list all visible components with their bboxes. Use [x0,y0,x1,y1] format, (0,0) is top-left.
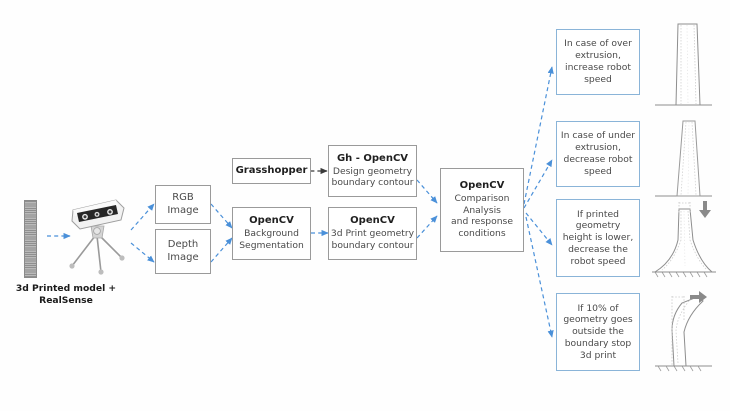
down-arrow-icon [699,201,711,218]
source-caption-line1: 3d Printed model + [15,283,117,294]
height-lower-line3: height is lower, [562,232,634,244]
box-outcome-over-extrusion[interactable]: In case of over extrusion, increase robo… [556,29,640,95]
over-extrusion-line2: extrusion, [575,50,621,62]
comparison-line1: Comparison [454,192,510,204]
illustration-straight-tapered-column [655,23,712,106]
outside-boundary-line1: If 10% of [577,302,619,314]
grasshopper-title: Grasshopper [235,164,308,176]
source-caption: 3d Printed model + RealSense [6,283,126,308]
under-extrusion-line4: speed [584,165,612,177]
source-caption-line2: RealSense [39,295,93,307]
box-outcome-outside-boundary[interactable]: If 10% of geometry goes outside the boun… [556,293,640,371]
opencv-bg-line1: Background [244,228,299,240]
box-opencv-comparison[interactable]: OpenCV Comparison Analysis and response … [440,168,524,252]
illustration-thin-narrow-column [655,120,712,197]
box-outcome-under-extrusion[interactable]: In case of under extrusion, decrease rob… [556,121,640,187]
box-gh-opencv[interactable]: Gh - OpenCV Design geometry boundary con… [328,145,417,197]
outside-boundary-line5: 3d print [579,349,617,361]
opencv-bg-line2: Segmentation [239,239,304,251]
arrow-camera-to-rgb [130,203,155,231]
outside-boundary-line3: outside the [572,326,624,338]
arrow-rgb-to-segmentation [210,203,233,229]
height-lower-line2: geometry [575,220,621,232]
box-rgb-image[interactable]: RGB Image [155,185,211,224]
height-lower-line1: If printed [577,208,619,220]
comparison-line2: Analysis [463,204,501,216]
box-grasshopper[interactable]: Grasshopper [232,158,311,184]
over-extrusion-line1: In case of over [564,38,632,50]
under-extrusion-line1: In case of under [560,130,636,142]
arrow-comparison-to-over-extrusion [523,66,554,205]
under-extrusion-line2: extrusion, [575,142,621,154]
illustration-flared-base-column-down-arrow [652,201,716,278]
depth-line2: Image [167,251,199,263]
rgb-line2: Image [167,204,199,216]
arrow-ghopencv-to-comparison [416,179,438,204]
over-extrusion-line3: increase robot [565,62,631,73]
comparison-line3: and response [451,216,513,228]
3d-printed-model-bar [24,200,37,278]
opencv-bg-title: OpenCV [249,215,294,227]
outside-boundary-line4: boundary stop [564,337,632,349]
box-outcome-height-lower[interactable]: If printed geometry height is lower, dec… [556,199,640,277]
gh-opencv-line2: boundary contour [331,177,414,189]
arrow-comparison-to-height-lower [525,212,553,246]
arrow-comparison-to-outside-boundary [525,216,554,338]
arrow-depth-to-segmentation [210,237,233,263]
intel-realsense-camera [69,199,125,275]
box-opencv-background-segmentation[interactable]: OpenCV Background Segmentation [232,207,311,260]
height-lower-line5: robot speed [570,255,626,267]
comparison-line4: conditions [458,228,506,240]
right-arrow-icon [690,291,707,303]
under-extrusion-line3: decrease robot [563,154,633,165]
arrow-printgeom-to-comparison [416,215,438,239]
comparison-title: OpenCV [459,180,505,192]
box-opencv-3d-print-geometry[interactable]: OpenCV 3d Print geometry boundary contou… [328,207,417,260]
illustration-leaning-column-right-arrow [655,291,712,372]
depth-line1: Depth [167,238,199,250]
rgb-line1: RGB [172,191,194,203]
gh-opencv-title: Gh - OpenCV [336,152,409,164]
over-extrusion-line4: speed [584,73,612,85]
arrow-camera-to-depth [130,242,155,263]
outside-boundary-line2: geometry goes [563,314,633,326]
arrow-comparison-to-under-extrusion [523,159,553,209]
box-depth-image[interactable]: Depth Image [155,229,211,274]
opencv-print-line1: 3d Print geometry [330,228,415,240]
opencv-print-line2: boundary contour [331,239,414,251]
height-lower-line4: decrease the [568,243,628,255]
gh-opencv-line1: Design geometry [332,165,413,177]
opencv-print-title: OpenCV [350,215,395,227]
